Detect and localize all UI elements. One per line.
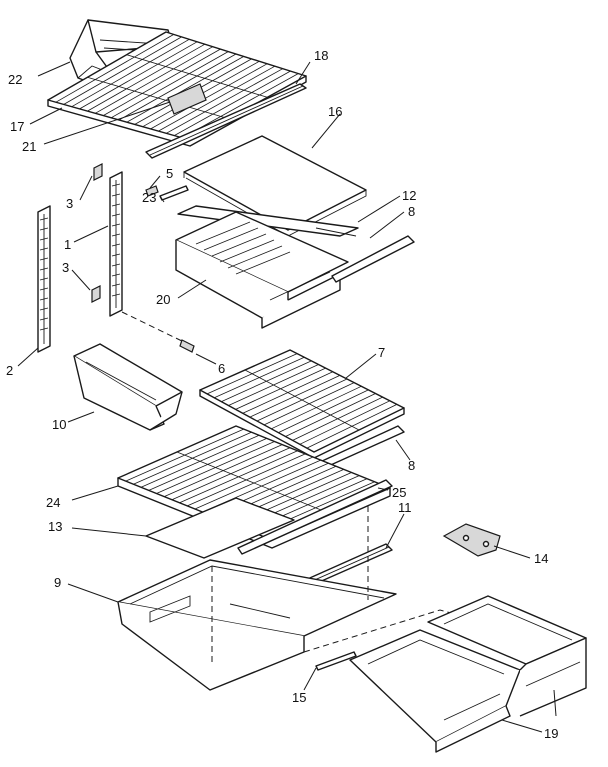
callout-15: 15 [292, 690, 306, 705]
part-8-rod-upper [331, 235, 415, 283]
leader-lines [17, 61, 557, 733]
callout-7: 7 [378, 345, 385, 360]
part-1-rail [109, 171, 123, 317]
part-15-rod [315, 651, 357, 671]
part-6-screw [179, 339, 195, 353]
part-3-clip-lower [91, 285, 101, 303]
callout-16: 16 [328, 104, 342, 119]
callout-17: 17 [10, 119, 24, 134]
callout-19: 19 [544, 726, 558, 741]
callout-3a: 3 [66, 196, 73, 211]
part-17-wire-shelf [47, 31, 307, 147]
callout-1: 1 [64, 237, 71, 252]
part-12-rail [177, 205, 359, 237]
callout-23: 23 [142, 190, 156, 205]
callout-labels: 22 18 17 21 16 3 5 12 8 23 1 3 20 2 6 7 … [6, 48, 558, 741]
part-19-crisper-left [349, 629, 521, 753]
callout-8b: 8 [408, 458, 415, 473]
part-10-bin [73, 343, 183, 431]
callout-24: 24 [46, 495, 60, 510]
callout-13: 13 [48, 519, 62, 534]
part-23-clip [159, 185, 189, 201]
part-14-bracket [442, 523, 501, 557]
part-16-glass-shelf [183, 135, 367, 237]
part-2-rail [37, 205, 51, 353]
callout-5: 5 [166, 166, 173, 181]
callout-18: 18 [314, 48, 328, 63]
callout-21: 21 [22, 139, 36, 154]
callout-14: 14 [534, 551, 548, 566]
part-19-crisper-right [427, 595, 587, 717]
part-9-frame [117, 506, 397, 691]
callout-12: 12 [402, 188, 416, 203]
part-18-rail [145, 83, 307, 159]
callout-2: 2 [6, 363, 13, 378]
callout-22: 22 [8, 72, 22, 87]
assembly-line [121, 311, 185, 343]
callout-11: 11 [398, 500, 412, 515]
callout-20: 20 [156, 292, 170, 307]
callout-6: 6 [218, 361, 225, 376]
part-13-glass [145, 497, 295, 559]
part-3-clip-upper [93, 163, 103, 181]
part-21-bracket [167, 83, 207, 115]
callout-8a: 8 [408, 204, 415, 219]
part-5-screw [145, 185, 159, 197]
part-25-rail [237, 479, 393, 555]
callout-9: 9 [54, 575, 61, 590]
callout-10: 10 [52, 417, 66, 432]
callout-3b: 3 [62, 260, 69, 275]
callout-25: 25 [392, 485, 406, 500]
part-20-drawer [175, 211, 349, 329]
